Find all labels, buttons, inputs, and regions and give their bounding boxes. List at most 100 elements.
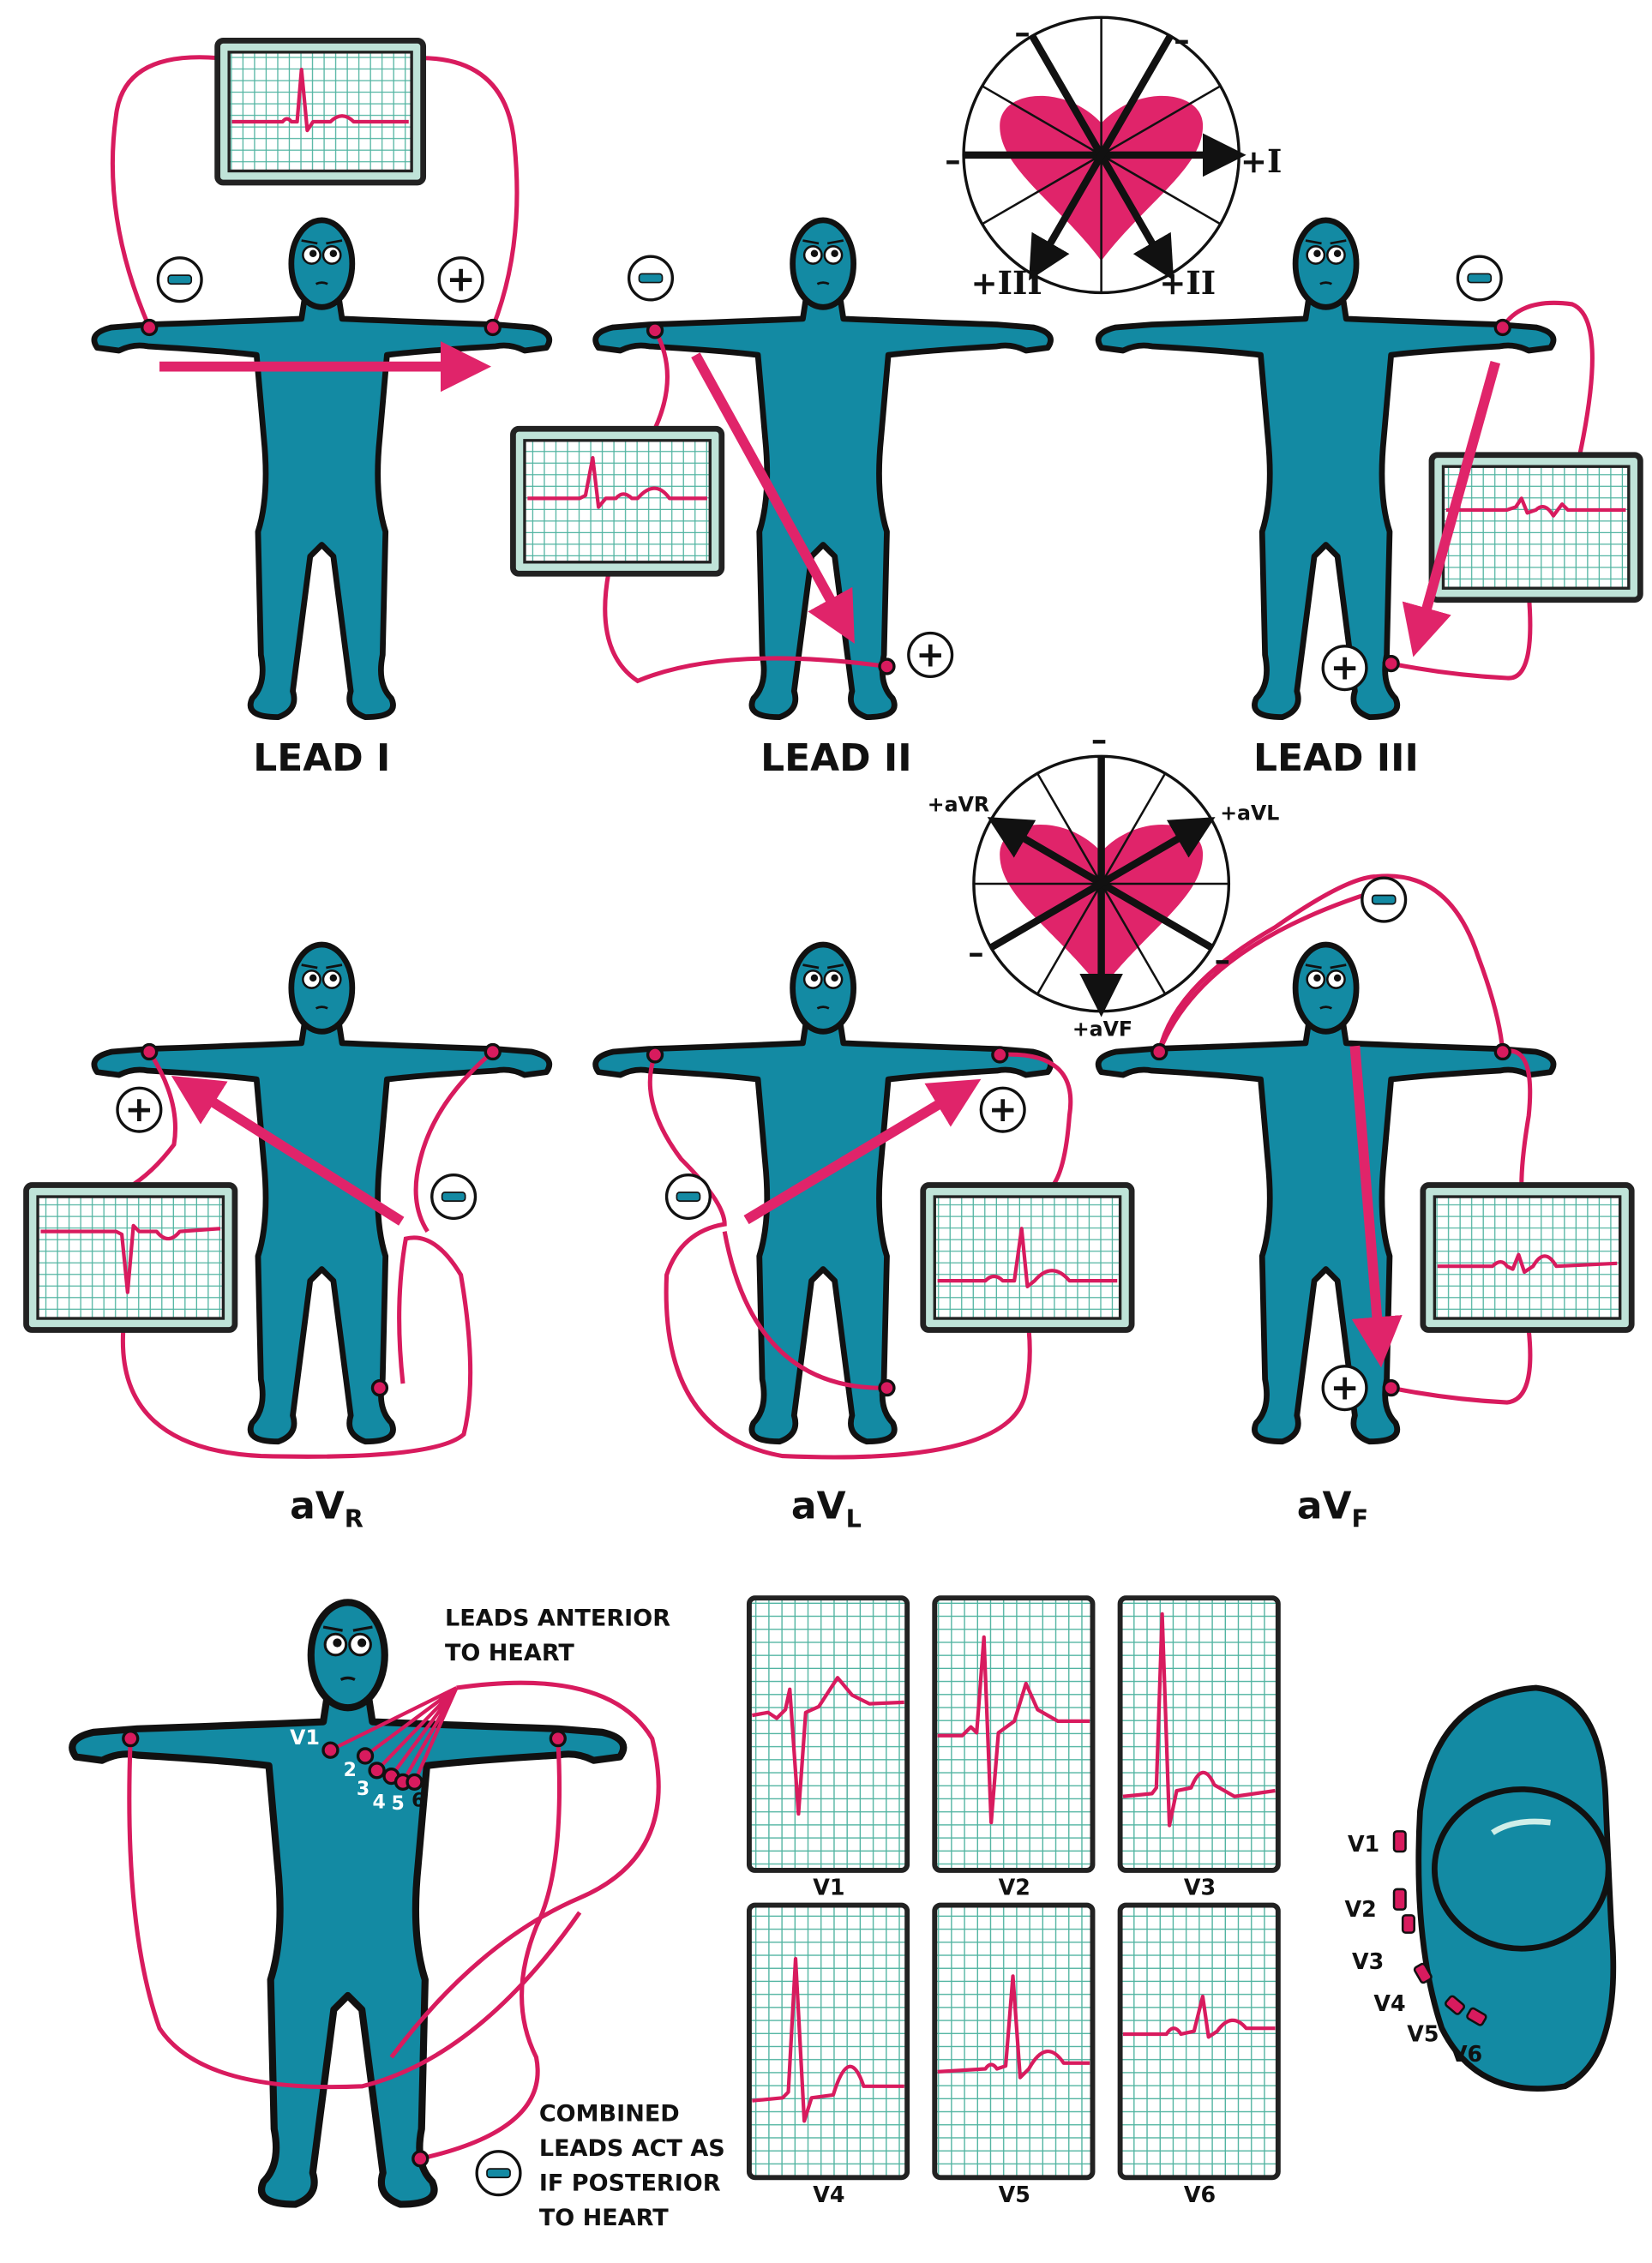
positive-badge: + — [116, 1086, 163, 1133]
ecg-monitor — [23, 1182, 238, 1333]
heart-lead-label: V5 — [1407, 2020, 1439, 2046]
minus-sign: – — [1014, 14, 1030, 51]
electrode-v3 — [368, 1762, 386, 1780]
ecg-panel-v2: V2 — [932, 1595, 1096, 1900]
electrode-v6 — [405, 1773, 424, 1792]
electrode-v2 — [356, 1747, 375, 1765]
lead-label: aVF — [1297, 1484, 1368, 1533]
minus-sign: – — [1214, 940, 1230, 978]
panel-label: V5 — [999, 2182, 1030, 2207]
lead-ii-panel: + LEAD II — [510, 220, 1050, 780]
electrode-left-arm — [484, 1042, 502, 1061]
lead-iii-panel: + LEAD III — [1098, 220, 1643, 780]
negative-badge — [430, 1174, 478, 1221]
ecg-monitor — [1420, 1182, 1635, 1333]
negative-badge — [475, 2150, 522, 2197]
axis-label-ii: +II — [1159, 264, 1216, 302]
axis-label-avr: +aVR — [928, 792, 989, 816]
ecg-monitor — [1428, 452, 1643, 603]
precordial-ecg-panels: V1 V2 V3 V4 V5 V6 — [746, 1595, 1281, 2207]
negative-badge — [1361, 876, 1408, 923]
ecg-monitor — [214, 37, 427, 186]
avl-panel: + aVL — [596, 945, 1135, 1533]
chest-label: 4 — [372, 1792, 385, 1813]
electrode-left-arm — [549, 1730, 567, 1748]
ecg-panel-v6: V6 — [1117, 1902, 1281, 2207]
ecg-panel-v5: V5 — [932, 1902, 1096, 2207]
electrode-right-arm — [141, 318, 159, 337]
hexaxial-wheel-augmented-leads: +aVR +aVL +aVF – – – — [928, 720, 1280, 1041]
hexaxial-wheel-limb-leads: +I +II +III – – – — [945, 14, 1282, 302]
positive-badge: + — [437, 256, 484, 303]
electrode-left-arm — [484, 318, 502, 337]
ecg-panel-v4: V4 — [746, 1902, 910, 2207]
electrode-left-arm — [1493, 318, 1511, 337]
electrode-right-arm — [646, 1046, 664, 1064]
electrode-left-leg — [878, 657, 896, 675]
lead-vector-arrow — [1402, 360, 1501, 657]
ecg-panel-v1: V1 — [746, 1595, 910, 1900]
axis-label-avf: +aVF — [1072, 1017, 1132, 1041]
panel-label: V4 — [813, 2182, 844, 2207]
negative-badge — [664, 1174, 712, 1221]
lead-label: aVR — [290, 1484, 363, 1533]
axis-label-avl: +aVL — [1220, 801, 1279, 825]
positive-badge: + — [907, 631, 954, 678]
svg-text:+: + — [988, 1089, 1018, 1130]
panel-label: V2 — [999, 1875, 1030, 1900]
positive-badge: + — [1321, 645, 1368, 692]
minus-sign: – — [968, 933, 984, 971]
heart-cross-section: V1 V2 V3 V4 V5 V6 — [1345, 1684, 1617, 2092]
svg-text:+: + — [1331, 1367, 1360, 1408]
svg-text:+: + — [1331, 647, 1360, 688]
lead-vector-arrow — [743, 1078, 982, 1225]
electrode-right-arm — [1150, 1042, 1168, 1061]
negative-badge — [627, 255, 675, 302]
panel-label: V3 — [1184, 1875, 1216, 1900]
lead-vector-arrow — [171, 1075, 405, 1226]
chest-label: 6 — [411, 1791, 424, 1812]
ecg-monitor — [920, 1182, 1135, 1333]
axis-label-iii: +III — [971, 264, 1042, 302]
electrode-left-leg — [370, 1379, 389, 1397]
electrode-left-leg — [878, 1379, 896, 1397]
electrode-right-arm — [646, 321, 664, 339]
positive-badge: + — [979, 1086, 1026, 1133]
panel-label: V6 — [1184, 2182, 1216, 2207]
electrode-left-arm — [1493, 1042, 1511, 1061]
heart-lead-label: V6 — [1451, 2041, 1482, 2067]
electrode-left-arm — [991, 1046, 1009, 1064]
chest-label: 3 — [357, 1779, 369, 1800]
negative-badge — [1456, 255, 1503, 302]
lead-label: LEAD I — [253, 736, 390, 780]
chest-electrodes — [1392, 1830, 1487, 2026]
axis-label-i: +I — [1241, 142, 1283, 180]
avf-panel: + aVF — [1098, 873, 1635, 1533]
negative-badge — [156, 256, 203, 303]
ecg-panel-v3: V3 — [1117, 1595, 1281, 1900]
chest-label: 5 — [391, 1793, 404, 1815]
electrode-left-leg — [1382, 654, 1400, 673]
electrode-right-arm — [122, 1730, 140, 1748]
heart-lead-label: V4 — [1373, 1990, 1405, 2016]
avr-panel: + aVR — [23, 945, 550, 1533]
ecg-monitor — [510, 425, 725, 577]
chest-label: 2 — [344, 1760, 357, 1781]
svg-text:+: + — [447, 259, 476, 300]
electrode-left-leg — [1382, 1379, 1400, 1397]
heart-lead-label: V1 — [1348, 1831, 1379, 1857]
lead-label: LEAD III — [1253, 736, 1419, 780]
lead-vector-arrow — [1349, 1045, 1403, 1368]
panel-label: V1 — [813, 1875, 844, 1900]
heart-lead-label: V2 — [1345, 1896, 1377, 1922]
electrode-right-arm — [141, 1042, 159, 1061]
minus-sign: – — [1174, 21, 1190, 58]
svg-text:+: + — [124, 1089, 153, 1130]
svg-text:+: + — [916, 633, 945, 675]
minus-sign: – — [945, 141, 961, 178]
lead-vector-arrow — [691, 352, 855, 644]
lead-i-panel: + LEAD I — [94, 37, 550, 780]
